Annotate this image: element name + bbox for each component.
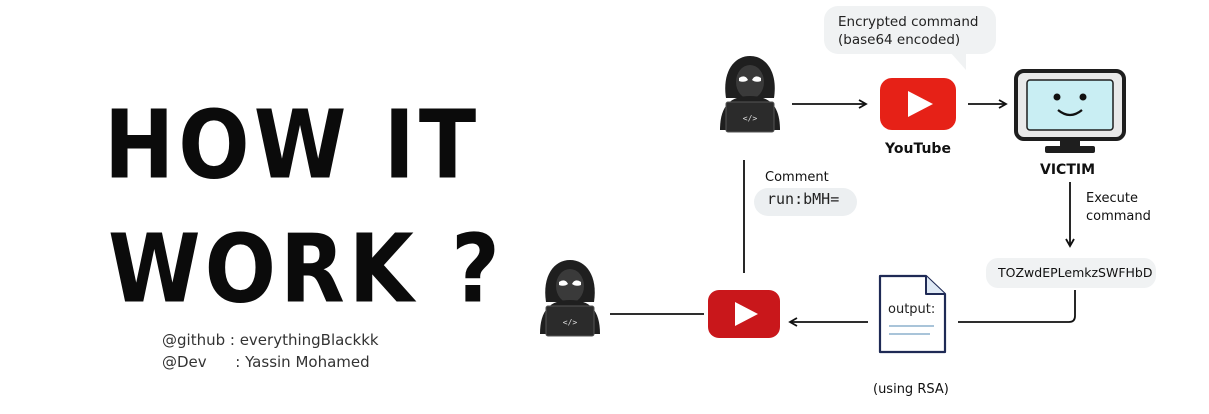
encrypted-line-2: (base64 encoded) [838,32,961,48]
execute-line-2: command [1086,209,1151,224]
dev-credit: @Dev : Yassin Mohamed [162,353,370,371]
comment-code: run:bMH= [767,190,840,208]
title-line-1: HOW IT [104,90,481,200]
comment-label: Comment [765,170,829,185]
comment-pill [754,188,857,216]
encrypted-command-label: Encrypted command (base64 encoded) [838,13,978,49]
monitor-icon [1014,69,1126,153]
encrypted-line-1: Encrypted command [838,14,979,30]
title-line-2: WORK ? [108,214,504,324]
youtube-label: YouTube [885,141,951,157]
document-icon [878,274,947,354]
hacker-icon [719,55,781,133]
execute-line-1: Execute [1086,191,1138,206]
youtube-icon[interactable] [708,290,780,338]
hacker-icon [539,259,601,337]
output-doc-label: output: [888,302,936,317]
encoded-output-text: TOZwdEPLemkzSWFHbDhaV [998,265,1152,280]
github-credit: @github : everythingBlackkk [162,331,379,349]
youtube-icon[interactable] [880,78,956,130]
victim-label: VICTIM [1040,162,1096,178]
encrypted-command-bubble [824,6,996,54]
encoded-output-pill [986,258,1156,288]
using-rsa-label: (using RSA) [873,382,949,397]
